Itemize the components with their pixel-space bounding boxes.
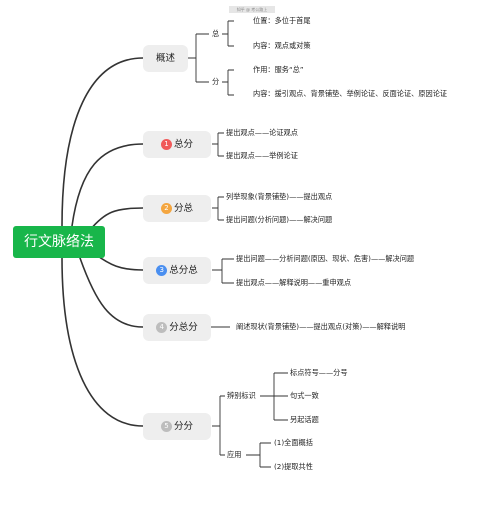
b3-item-1: 提出问题——分析问题(原因、现状、危害)——解决问题 — [236, 254, 415, 263]
badge-3-icon: 3 — [156, 265, 168, 276]
b1-item-2: 提出观点——举例论证 — [226, 151, 298, 160]
overview-group-zong: 总 — [212, 29, 220, 38]
connector-root-b4 — [79, 257, 144, 328]
connector-root-b5 — [61, 257, 144, 427]
connector-root-b1 — [71, 143, 144, 227]
connector-overview-groups — [188, 33, 209, 83]
badge-4-icon: 4 — [156, 322, 168, 333]
connector-overview-fen — [222, 69, 234, 96]
connector-b5-groups — [212, 395, 225, 456]
connector-b2-items — [212, 196, 224, 221]
b2-item-2: 提出问题(分析问题)——解决问题 — [226, 215, 333, 224]
watermark: 知乎 @ 考公路上 — [229, 6, 275, 13]
b5-identify-item-3: 另起话题 — [290, 415, 319, 424]
branch-label: 分总分 — [169, 322, 198, 333]
connector-overview-zong — [222, 20, 234, 47]
overview-fen-item-2: 内容：援引观点、背景铺垫、举例论证、反面论证、原因论证 — [253, 89, 448, 98]
branch-label: 分总 — [173, 203, 193, 214]
b5-apply-item-1: (1)全面概括 — [274, 438, 313, 447]
root-node[interactable]: 行文脉络法 — [13, 226, 105, 258]
connector-b1-items — [212, 132, 224, 157]
b5-group-apply: 应用 — [227, 450, 242, 459]
badge-1-icon: 1 — [160, 139, 172, 150]
b3-item-2: 提出观点——解释说明——重申观点 — [236, 278, 352, 287]
branch-overview[interactable]: 概述 — [143, 45, 188, 72]
b5-identify-item-2: 句式一致 — [290, 391, 319, 400]
connector-root-overview — [61, 57, 144, 227]
branch-label: 概述 — [155, 53, 175, 64]
overview-zong-item-2: 内容：观点或对策 — [253, 41, 311, 50]
connector-b5-identify — [260, 372, 288, 421]
b4-item-1: 阐述现状(背景铺垫)——提出观点(对策)——解释说明 — [236, 322, 406, 331]
branch-label: 总分总 — [169, 265, 198, 276]
overview-zong-item-1: 位置：多位于首尾 — [253, 16, 311, 25]
b1-item-1: 提出观点——论证观点 — [226, 128, 298, 137]
connector-b5-apply — [246, 442, 271, 468]
connector-root-b2 — [89, 207, 144, 231]
connector-b3-items — [212, 258, 234, 284]
badge-5-icon: 5 — [160, 421, 172, 432]
b2-item-1: 列举现象(背景铺垫)——提出观点 — [226, 192, 333, 201]
overview-fen-item-1: 作用：服务“总” — [253, 65, 304, 74]
badge-2-icon: 2 — [160, 203, 172, 214]
branch-label: 总分 — [173, 139, 193, 150]
b5-group-identify: 辨别标识 — [227, 391, 256, 400]
b5-identify-item-1: 标点符号——分号 — [290, 368, 348, 377]
branch-label: 分分 — [173, 421, 193, 432]
overview-group-fen: 分 — [212, 77, 220, 86]
b5-apply-item-2: (2)提取共性 — [274, 462, 313, 471]
